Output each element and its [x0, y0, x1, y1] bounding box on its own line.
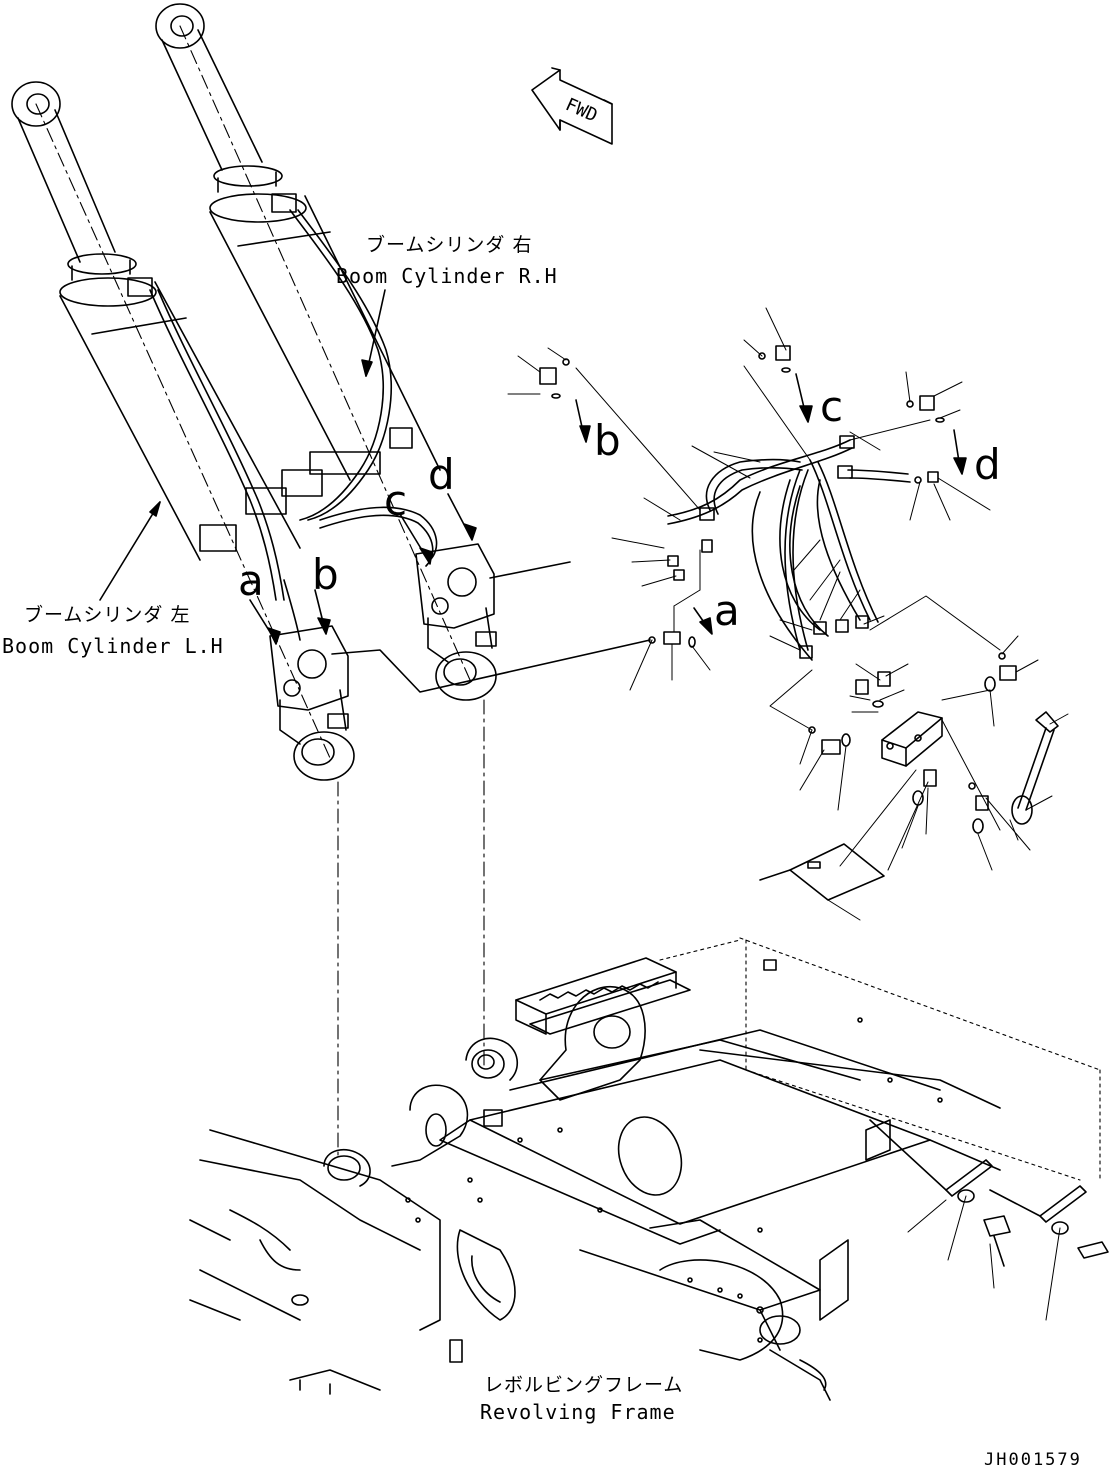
drawing-number: JH001579 — [984, 1450, 1082, 1470]
connection-letter-a-left: a — [238, 556, 264, 605]
center-lines — [337, 699, 485, 1159]
connection-letter-c-parts: c — [820, 382, 844, 431]
connection-letter-b-parts: b — [594, 416, 621, 465]
boom-cylinder-rh-en-label: Boom Cylinder R.H — [336, 264, 558, 288]
leader-lines — [99, 289, 651, 693]
boom-cylinder-rh — [155, 3, 497, 701]
revolving-frame-jp-label: レボルビングフレーム — [484, 1374, 684, 1396]
revolving-frame — [189, 937, 1109, 1401]
connection-letter-d-parts: d — [974, 440, 1001, 489]
frame-leaders — [907, 1195, 1061, 1321]
connection-letter-a-parts: a — [714, 586, 740, 635]
boom-cylinder-lh-en-label: Boom Cylinder L.H — [2, 634, 224, 658]
boom-cylinder-lh-jp-label: ブームシリンダ 左 — [24, 604, 191, 626]
cylinder-hoses — [127, 193, 438, 641]
parts-leaders — [507, 307, 1069, 921]
revolving-frame-en-label: Revolving Frame — [480, 1400, 676, 1424]
parts-arrows — [575, 373, 967, 635]
connection-letter-b-left: b — [312, 550, 339, 599]
boom-cylinder-lh — [11, 81, 355, 781]
connection-letter-d-right: d — [428, 450, 455, 499]
hose-assembly — [667, 435, 943, 767]
boom-cylinder-rh-jp-label: ブームシリンダ 右 — [366, 234, 533, 256]
fwd-arrow-icon — [531, 67, 613, 145]
connection-letter-c-right: c — [384, 476, 408, 525]
